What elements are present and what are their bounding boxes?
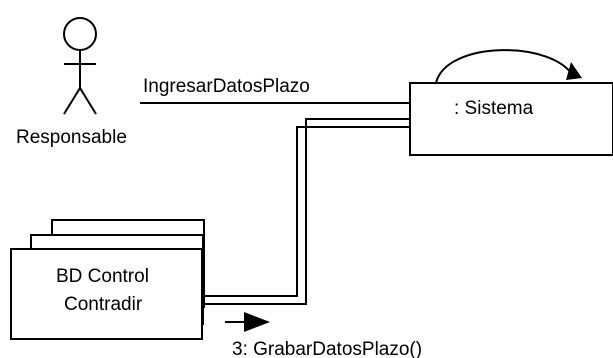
- system-label: : Sistema: [454, 98, 534, 119]
- message-grabar-label: 3: GrabarDatosPlazo(): [232, 339, 422, 358]
- database-multiobject: [10, 219, 205, 340]
- actor-head: [63, 17, 97, 51]
- actor-left-leg: [63, 87, 81, 115]
- message-ingresar-label: IngresarDatosPlazo: [143, 76, 310, 97]
- system-object: [409, 82, 613, 156]
- database-label-line2: Contradir: [64, 294, 143, 315]
- actor-figure: [63, 17, 97, 115]
- self-message-arc: [435, 49, 575, 84]
- system-db-link: [203, 118, 410, 305]
- self-message-arrowhead: [566, 62, 582, 80]
- database-label-line1: BD Control: [56, 266, 149, 287]
- message-grabar-arrowhead: [244, 312, 270, 332]
- actor-right-leg: [79, 87, 97, 115]
- database-object: [10, 248, 203, 340]
- actor-label: Responsable: [16, 127, 127, 148]
